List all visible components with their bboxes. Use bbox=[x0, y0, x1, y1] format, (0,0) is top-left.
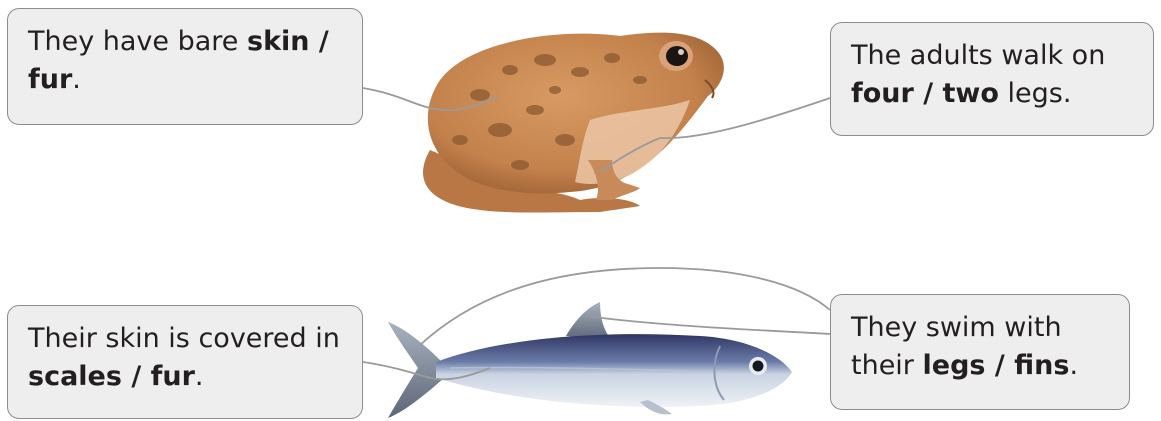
fish-body bbox=[436, 334, 792, 407]
option-fur[interactable]: fur bbox=[151, 361, 195, 392]
callout-text-end: . bbox=[1069, 350, 1078, 381]
option-separator: / bbox=[122, 361, 151, 392]
connector-fish-fins-lower bbox=[586, 316, 830, 334]
callout-text-end: legs. bbox=[999, 78, 1071, 109]
callout-fish-skin: Their skin is covered in scales / fur. bbox=[7, 305, 363, 419]
option-separator: / bbox=[310, 26, 329, 57]
option-fins[interactable]: fins bbox=[1014, 350, 1069, 381]
option-skin[interactable]: skin bbox=[247, 26, 310, 57]
toad-eye bbox=[666, 46, 688, 66]
callout-text: The adults walk on bbox=[851, 40, 1105, 71]
callout-fish-fins: They swim with their legs / fins. bbox=[830, 294, 1130, 410]
callout-toad-skin: They have bare skin / fur. bbox=[7, 8, 363, 125]
toad-image bbox=[423, 33, 724, 213]
fish-dorsal-fin bbox=[566, 302, 612, 340]
callout-toad-legs: The adults walk on four / two legs. bbox=[830, 22, 1154, 136]
option-four[interactable]: four bbox=[851, 78, 914, 109]
fish-eye bbox=[753, 361, 764, 372]
toad-eye-highlight bbox=[678, 49, 684, 55]
option-fur[interactable]: fur bbox=[28, 64, 72, 95]
fish-image bbox=[388, 302, 792, 418]
option-scales[interactable]: scales bbox=[28, 361, 122, 392]
option-separator: / bbox=[985, 350, 1014, 381]
callout-text: They have bare bbox=[28, 26, 247, 57]
callout-text: Their skin is covered in bbox=[28, 323, 340, 354]
callout-text-end: . bbox=[72, 64, 81, 95]
callout-text-end: . bbox=[195, 361, 204, 392]
connector-fish-fins-upper bbox=[420, 268, 830, 345]
option-legs[interactable]: legs bbox=[923, 350, 986, 381]
fish-tail bbox=[388, 322, 444, 418]
option-separator: / bbox=[914, 78, 943, 109]
option-two[interactable]: two bbox=[943, 78, 999, 109]
